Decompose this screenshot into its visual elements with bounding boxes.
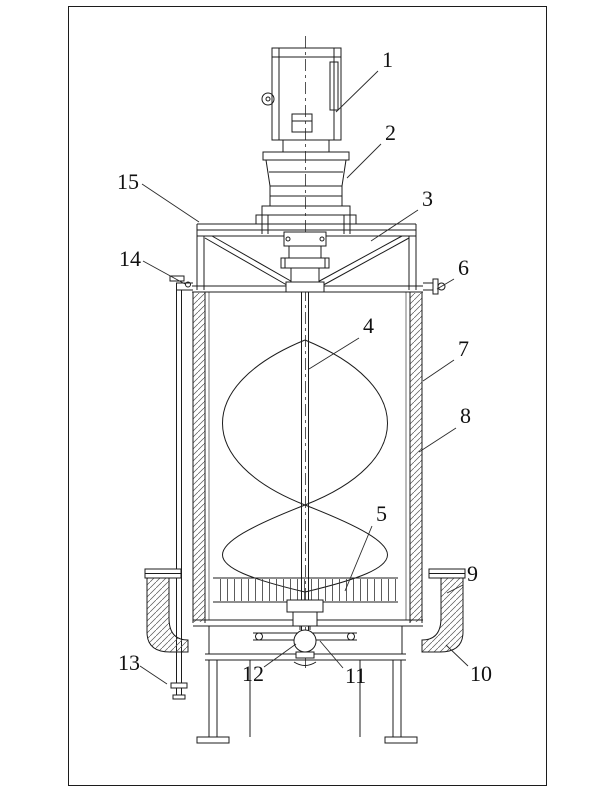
callout-label-5: 5 (376, 501, 387, 526)
leader-line-6 (436, 278, 455, 290)
right-base-plate (384, 736, 418, 744)
leader-line-5 (344, 525, 373, 592)
callout-label-11: 11 (345, 663, 366, 688)
eye-bolt-center (265, 96, 271, 102)
callout-12: 12 (242, 643, 297, 686)
leader-line-10 (445, 644, 469, 667)
callout-10: 10 (445, 644, 492, 686)
leader-line-11 (319, 640, 344, 669)
drain-pipe-lines (176, 282, 193, 695)
callout-11: 11 (319, 640, 366, 688)
valve-outlet-stub (295, 651, 315, 659)
drain-bottom-flange (170, 682, 188, 689)
stuffing-box (280, 231, 330, 293)
drain-elbow-bolt (185, 281, 191, 288)
leader-line-13 (139, 665, 168, 685)
valve-bar-bolt-left (255, 632, 263, 641)
callout-8: 8 (418, 403, 471, 453)
callout-label-1: 1 (382, 47, 393, 72)
side-nozzle (423, 278, 446, 295)
callout-4: 4 (308, 313, 374, 370)
callout-label-9: 9 (467, 561, 478, 586)
nozzle-cap (437, 282, 446, 291)
valve-bar-bolt-right (347, 632, 355, 641)
valve-stem-ticks (299, 626, 311, 630)
callout-label-2: 2 (385, 120, 396, 145)
sheet-border (68, 6, 547, 786)
right-wall-hatch (410, 293, 422, 622)
valve-neck (292, 611, 318, 627)
callout-13: 13 (118, 650, 168, 685)
callout-5: 5 (344, 501, 387, 592)
left-elbow-section (146, 577, 189, 653)
callouts: 1 2 3 4 5 6 7 8 (117, 47, 492, 688)
callout-3: 3 (370, 186, 433, 242)
valve-upper-flange (286, 599, 324, 613)
callout-label-10: 10 (470, 661, 492, 686)
coupling-housing (255, 139, 357, 234)
right-elbow-section (421, 577, 464, 653)
tank-shell (192, 292, 423, 627)
callout-label-7: 7 (458, 336, 469, 361)
callout-label-12: 12 (242, 661, 264, 686)
drain-top-fitting (169, 275, 185, 282)
leader-line-12 (263, 643, 297, 668)
callout-label-6: 6 (458, 255, 469, 280)
callout-14: 14 (119, 246, 186, 285)
bottom-grid (213, 577, 398, 603)
motor-body (271, 47, 342, 141)
leader-line-1 (335, 70, 379, 113)
gland-bolt-ticks (284, 258, 326, 268)
tank-liner-lines (208, 292, 407, 620)
callout-label-13: 13 (118, 650, 140, 675)
discharge-valve (253, 599, 357, 666)
callout-15: 15 (117, 169, 200, 223)
base-structure (196, 626, 418, 744)
tank-shell-lines (192, 292, 423, 627)
left-outlet-pipe (144, 568, 189, 653)
callout-1: 1 (335, 47, 393, 113)
callout-9: 9 (446, 561, 478, 594)
left-wall-hatch (193, 293, 205, 622)
leader-line-3 (370, 209, 419, 242)
valve-body (293, 629, 317, 653)
leader-line-4 (308, 337, 360, 370)
nozzle-flange (432, 278, 439, 295)
gland-bolt-right (319, 236, 325, 242)
leader-line-15 (141, 183, 200, 223)
callout-label-8: 8 (460, 403, 471, 428)
right-outlet-pipe (421, 568, 466, 653)
callout-label-15: 15 (117, 169, 139, 194)
callout-label-14: 14 (119, 246, 141, 271)
nozzle-pipe-lines (423, 282, 433, 291)
drain-pipe (169, 275, 193, 700)
callout-6: 6 (436, 255, 469, 290)
motor (261, 47, 342, 141)
stuffing-box-steps (280, 231, 330, 293)
callout-2: 2 (346, 120, 396, 179)
gland-bolt-left (285, 236, 291, 242)
left-base-plate (196, 736, 230, 744)
callout-7: 7 (422, 336, 469, 382)
leader-line-8 (418, 427, 457, 453)
helical-ribbon-blade (222, 339, 388, 593)
valve-drip-lip (293, 661, 317, 666)
agitator-shaft (301, 232, 309, 640)
leader-line-2 (346, 143, 382, 179)
callout-label-4: 4 (363, 313, 374, 338)
leader-line-14 (142, 260, 186, 285)
callout-label-3: 3 (422, 186, 433, 211)
drain-end-cap (172, 694, 186, 700)
grid-slots (214, 579, 397, 601)
eye-bolt-icon (261, 92, 275, 106)
tank-jacket (193, 293, 422, 622)
leader-line-7 (422, 359, 455, 382)
leader-line-9 (446, 584, 464, 594)
